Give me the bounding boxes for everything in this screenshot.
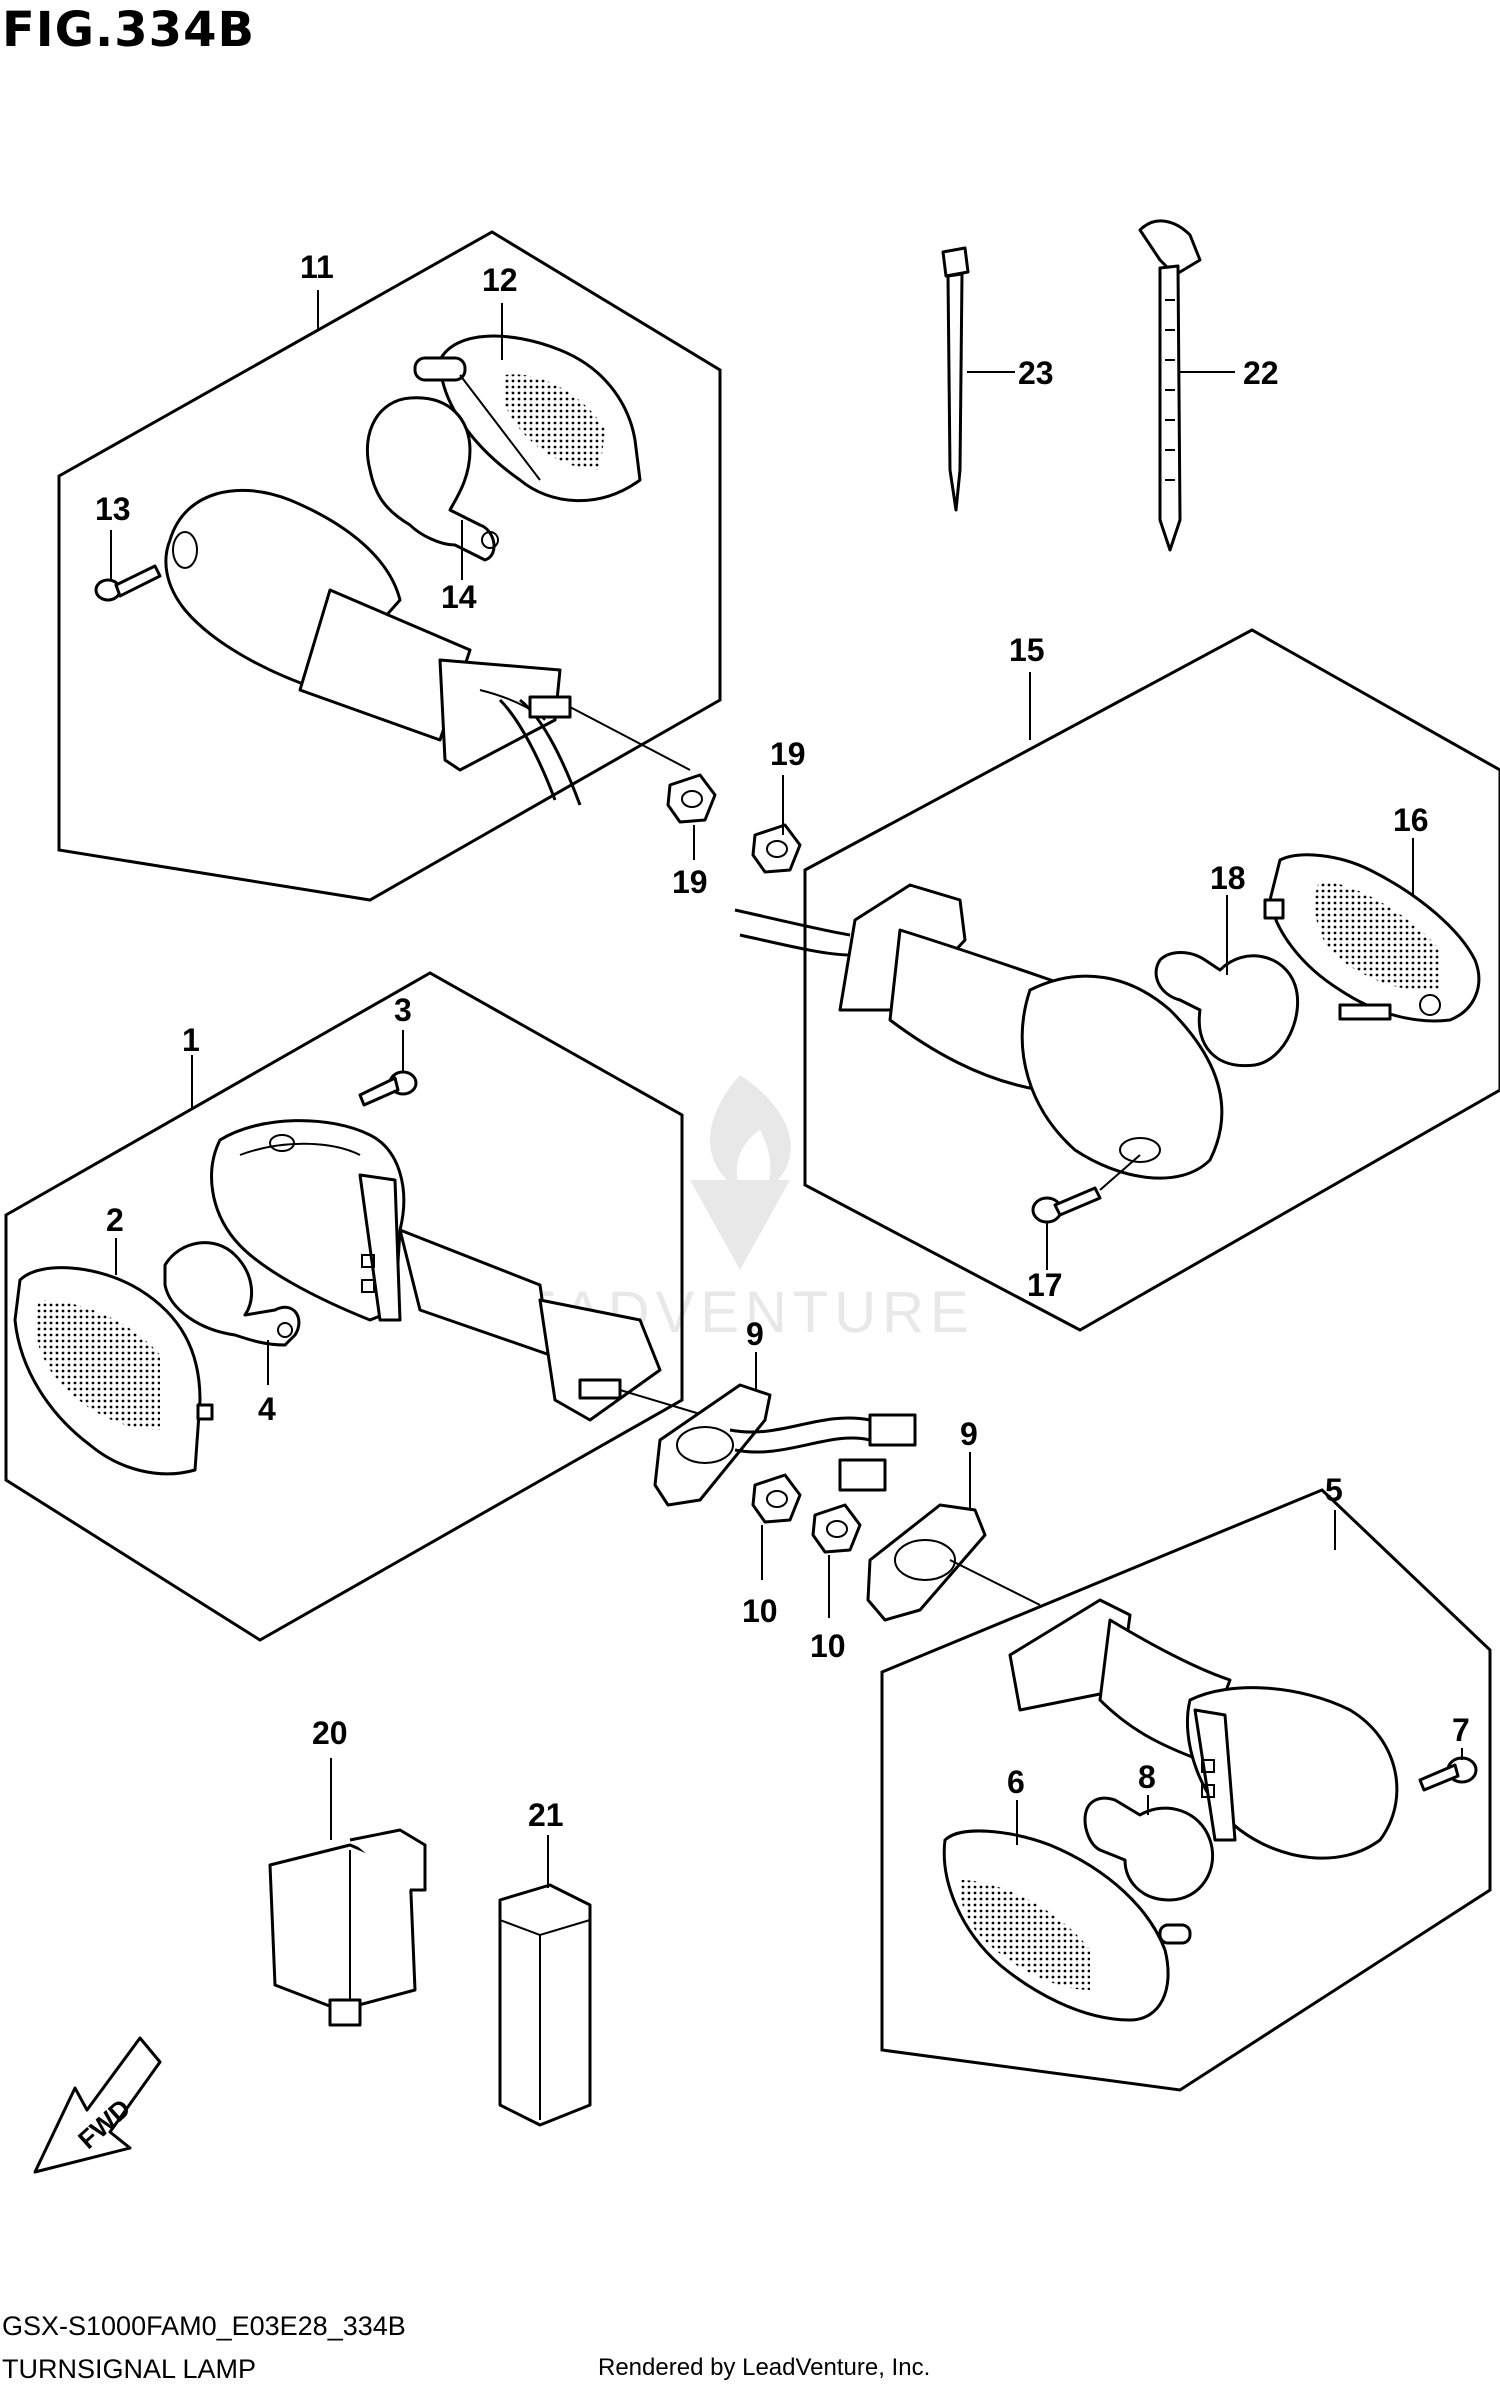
nut-10-right bbox=[811, 1503, 862, 1554]
callout-18: 18 bbox=[1210, 860, 1246, 896]
callout-10-left: 10 bbox=[742, 1593, 778, 1629]
callout-13: 13 bbox=[95, 491, 131, 527]
nut-10-left bbox=[751, 1473, 802, 1524]
group-11-front-left-lamp bbox=[57, 230, 722, 902]
callout-2: 2 bbox=[106, 1202, 124, 1238]
callout-14: 14 bbox=[441, 579, 477, 615]
callout-5: 5 bbox=[1325, 1472, 1343, 1508]
callout-11: 11 bbox=[300, 249, 334, 285]
figure-title: FIG.334B bbox=[2, 2, 256, 58]
group-1-front-right-lamp bbox=[4, 971, 721, 1642]
pad-21 bbox=[498, 1883, 592, 2127]
callout-19-top: 19 bbox=[770, 736, 806, 772]
lens-12 bbox=[413, 334, 642, 503]
nut-19-right bbox=[751, 823, 802, 874]
rendered-by-credit: Rendered by LeadVenture, Inc. bbox=[598, 2354, 931, 2381]
callouts: 11 12 13 14 15 16 18 17 19 19 23 22 1 3 … bbox=[95, 249, 1470, 1833]
callout-9-right: 9 bbox=[960, 1416, 978, 1452]
relay-20 bbox=[268, 1828, 427, 2027]
callout-4: 4 bbox=[258, 1391, 276, 1427]
callout-16: 16 bbox=[1393, 802, 1429, 838]
callout-21: 21 bbox=[528, 1797, 564, 1833]
gasket-9-left bbox=[653, 1383, 917, 1507]
callout-1: 1 bbox=[182, 1022, 200, 1058]
group-15-rear-right-lamp bbox=[734, 628, 1500, 1332]
bulb-14 bbox=[365, 396, 499, 562]
callout-6: 6 bbox=[1007, 1764, 1025, 1800]
callout-15: 15 bbox=[1009, 632, 1045, 668]
housing-11 bbox=[164, 488, 691, 806]
cable-tie-23 bbox=[941, 246, 970, 512]
cable-tie-22 bbox=[1138, 219, 1202, 552]
callout-8: 8 bbox=[1138, 1759, 1156, 1795]
callout-7: 7 bbox=[1452, 1712, 1470, 1748]
gasket-9-right bbox=[866, 1503, 1041, 1622]
section-name: TURNSIGNAL LAMP bbox=[2, 2354, 257, 2384]
callout-9-left: 9 bbox=[746, 1316, 764, 1352]
callout-19-bottom: 19 bbox=[672, 864, 708, 900]
callout-22: 22 bbox=[1243, 355, 1279, 391]
callout-3: 3 bbox=[394, 992, 412, 1028]
callout-20: 20 bbox=[312, 1715, 348, 1751]
leader-lines bbox=[110, 290, 1463, 1888]
fwd-arrow-icon: FWD bbox=[33, 2036, 162, 2174]
model-code: GSX-S1000FAM0_E03E28_334B bbox=[2, 2311, 406, 2341]
callout-23: 23 bbox=[1018, 355, 1054, 391]
nut-19-left bbox=[666, 773, 717, 824]
callout-12: 12 bbox=[482, 262, 518, 298]
group-5-rear-left-lamp bbox=[880, 1488, 1492, 2092]
callout-17: 17 bbox=[1027, 1267, 1063, 1303]
screw-13 bbox=[94, 564, 162, 602]
callout-10-right: 10 bbox=[810, 1628, 846, 1664]
